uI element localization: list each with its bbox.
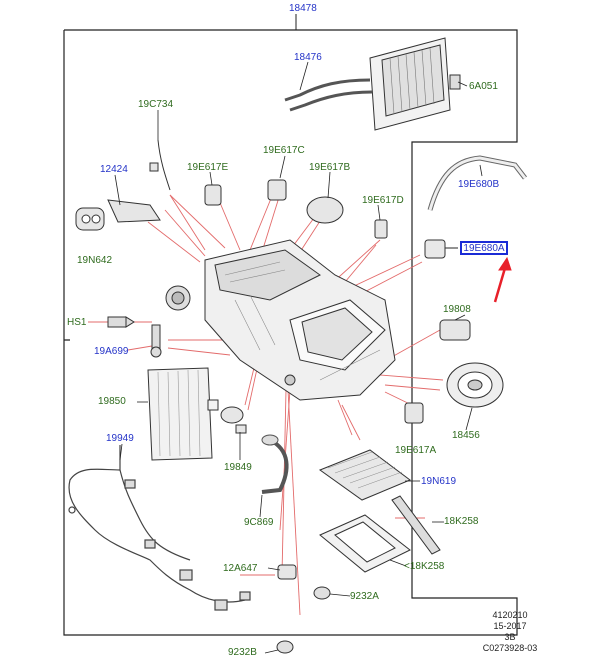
label-18k258: 18K258 [444,516,479,527]
label-12424: 12424 [100,164,128,175]
grommets-drawing [276,586,331,654]
label-9232b: 9232B [228,647,257,658]
filter-drawing [318,449,411,501]
sensor-12a647-drawing [277,564,297,580]
label-19e617e: 19E617E [187,162,229,173]
blower-drawing [446,362,504,408]
hose-drawing [427,155,527,211]
label-19c734: 19C734 [138,99,174,110]
label-19949: 19949 [106,433,134,444]
actuator-a-drawing [404,402,424,424]
label-19850: 19850 [98,396,126,407]
resistor-drawing [439,319,471,341]
drawing-reference-block: 4120210 15-2017 3B C0273928-03 [470,610,550,654]
label-18456: 18456 [452,430,480,441]
label-19808: 19808 [443,304,471,315]
label-19e617a: 19E617A [395,445,437,456]
drain-tube-drawing [261,434,289,494]
filter-seal-strip-drawing [391,495,441,555]
label-19a699: 19A699 [94,346,129,357]
screw-hs1-drawing [107,316,135,328]
label-19e617c: 19E617C [263,145,305,156]
label-19n619: 19N619 [421,476,457,487]
reference-line-3: 3B [504,632,516,642]
filter-frame-drawing [319,514,411,573]
sensor-12424-drawing [75,199,161,231]
label-19e617d: 19E617D [362,195,404,206]
reference-line-1: 4120210 [492,610,528,620]
hvac-housing-drawing [165,239,396,401]
actuator-680a-drawing [424,239,458,259]
label-9c869: 9C869 [244,517,274,528]
label-9232a: 9232A [350,591,379,602]
label-19n642: 19N642 [77,255,113,266]
label-19e617b: 19E617B [309,162,351,173]
label-19849: 19849 [224,462,252,473]
evaporator-drawing [147,367,219,461]
label-6a051: 6A051 [469,81,498,92]
actuators-drawing [149,139,388,239]
label-hs1: HS1 [67,317,87,328]
label-19e680a-highlighted[interactable]: 19E680A [460,241,508,255]
label-19e680b: 19E680B [458,179,500,190]
screw-a699-drawing [150,324,162,358]
label-18476: 18476 [294,52,322,63]
label-18k258-frame: <18K258 [404,561,445,572]
harness-drawing [68,445,251,611]
red-pointer-arrow [493,256,512,303]
reference-line-2: 15-2017 [493,621,527,631]
reference-line-4: C0273928-03 [482,643,538,653]
heater-core-drawing [284,37,461,131]
label-leaders [114,61,483,654]
label-18478: 18478 [289,3,317,14]
valve-drawing [220,406,247,434]
label-12a647: 12A647 [223,563,258,574]
assembly-frame [63,29,518,636]
